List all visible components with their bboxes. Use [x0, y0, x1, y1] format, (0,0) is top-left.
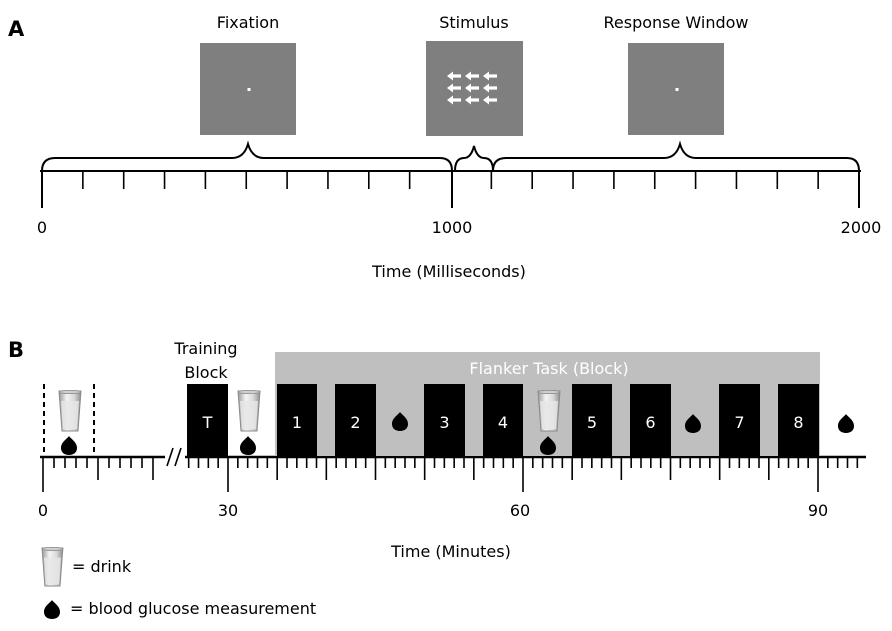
task-block-label: 6: [645, 413, 655, 432]
blood-drop-icon: [240, 436, 256, 455]
minutes-axis: [40, 447, 866, 492]
legend-glucose-label: = blood glucose measurement: [70, 599, 317, 618]
legend-drink: = drink: [72, 557, 131, 576]
task-block: [630, 384, 671, 456]
panel-b-label: B: [8, 338, 24, 362]
drink-icon: [58, 389, 82, 432]
flanker-task-title: Flanker Task (Block): [469, 359, 628, 378]
task-block: [424, 384, 465, 456]
task-block-label: 1: [292, 413, 302, 432]
ms-axis: [40, 170, 861, 208]
minutes-tick-30: 30: [218, 501, 238, 520]
axis-break-mark: [174, 447, 182, 467]
minutes-tick-0: 0: [38, 501, 48, 520]
task-block-label: 8: [793, 413, 803, 432]
task-block-label: 7: [734, 413, 744, 432]
fixation-title: Fixation: [217, 13, 279, 32]
task-block: [719, 384, 760, 456]
stimulus-brace: [454, 145, 494, 172]
blood-drop-icon: [838, 414, 854, 433]
task-block-label: 5: [587, 413, 597, 432]
minutes-tick-90: 90: [808, 501, 828, 520]
ms-axis-title: Time (Milliseconds): [371, 262, 526, 281]
blood-drop-icon: [61, 436, 77, 455]
drink-icon: [537, 389, 561, 432]
training-block-label: T: [202, 413, 213, 432]
task-block: [335, 384, 376, 456]
task-block: [277, 384, 317, 456]
ms-tick-1000: 1000: [432, 218, 473, 237]
drink-icon: [237, 389, 261, 432]
task-block-label: 3: [439, 413, 449, 432]
axis-break-mark: [166, 447, 174, 467]
phase-braces: [41, 140, 860, 172]
fixation-screen: [200, 43, 296, 135]
flanker-arrows: [447, 71, 497, 105]
response-dot: [675, 88, 679, 91]
ms-tick-0: 0: [37, 218, 47, 237]
minutes-axis-title: Time (Minutes): [390, 542, 511, 561]
training-block: T: [187, 384, 228, 456]
response-window-title: Response Window: [603, 13, 748, 32]
legend-blood-drop-icon: [44, 600, 60, 619]
fixation-brace: [41, 140, 453, 172]
task-block: [572, 384, 612, 456]
legend-glucose: = blood glucose measurement: [70, 599, 316, 618]
task-block: [483, 384, 523, 456]
fixation-dot: [247, 88, 251, 91]
task-block-label: 2: [350, 413, 360, 432]
panel-a-label: A: [8, 17, 25, 41]
training-label-line2: Block: [184, 363, 228, 382]
response-brace: [492, 140, 860, 172]
task-block-label: 4: [498, 413, 508, 432]
minutes-tick-60: 60: [510, 501, 530, 520]
stimulus-screen: [426, 41, 523, 136]
legend-drink-icon: [41, 546, 64, 587]
task-block: [778, 384, 819, 456]
task-blocks: 1 2 3 4 5 6 7 8: [277, 384, 819, 456]
response-window-screen: [628, 43, 724, 135]
ms-tick-2000: 2000: [841, 218, 882, 237]
stimulus-title: Stimulus: [439, 13, 509, 32]
legend-drink-label: = drink: [72, 557, 132, 576]
training-label-line1: Training: [173, 339, 237, 358]
